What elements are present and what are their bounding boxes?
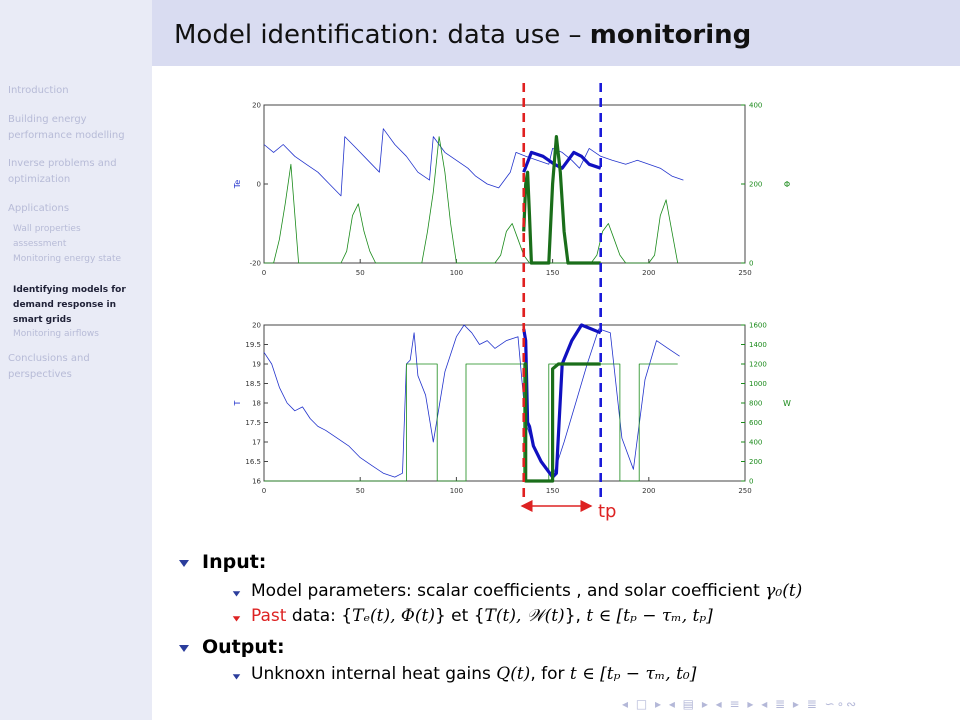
x-tick-label: 250 xyxy=(738,269,751,277)
y-left-tick-label: 16.5 xyxy=(245,458,261,466)
series-power-line xyxy=(264,136,679,264)
y-left-axis-label: T xyxy=(233,400,242,406)
y-right-tick-label: 800 xyxy=(749,400,762,408)
highlight-power-line xyxy=(523,362,601,483)
bullet-model-parameters: Model parameters: scalar coefficients , … xyxy=(251,581,803,601)
y-right-tick-label: 0 xyxy=(749,478,753,486)
y-left-tick-label: 20 xyxy=(252,102,261,110)
slide-title: Model identification: data use – monitor… xyxy=(174,20,751,50)
y-left-tick-label: 19.5 xyxy=(245,341,261,349)
nav-identifying-models[interactable]: Identifying models for demand response i… xyxy=(13,285,126,325)
x-tick-label: 0 xyxy=(262,269,266,277)
sub-bullet-arrow-icon xyxy=(232,674,241,680)
slide-header: Model identification: data use – monitor… xyxy=(152,0,960,66)
x-tick-label: 150 xyxy=(546,269,559,277)
highlight-temperature-line xyxy=(522,323,602,479)
x-tick-label: 200 xyxy=(642,269,655,277)
x-tick-label: 200 xyxy=(642,487,655,495)
y-right-axis-label: W xyxy=(783,399,791,408)
nav-introduction[interactable]: Introduction xyxy=(8,85,69,96)
y-right-tick-label: 1600 xyxy=(749,322,767,330)
bullet-unknown-gains: Unknoxn internal heat gains Q(t), for t … xyxy=(251,664,697,684)
x-tick-label: 150 xyxy=(546,487,559,495)
x-tick-label: 0 xyxy=(262,487,266,495)
bullet-arrow-icon xyxy=(179,645,189,652)
x-tick-label: 50 xyxy=(356,487,365,495)
nav-monitoring-energy[interactable]: Monitoring energy state xyxy=(13,254,122,264)
y-right-axis-label: Φ xyxy=(784,180,790,189)
y-right-tick-label: 1000 xyxy=(749,380,767,388)
highlight-temperature-line xyxy=(522,150,602,173)
y-right-tick-label: 0 xyxy=(749,260,753,268)
y-right-tick-label: 200 xyxy=(749,458,762,466)
y-left-tick-label: 16 xyxy=(252,478,261,486)
output-heading: Output: xyxy=(202,636,285,658)
title-plain: Model identification: data use – xyxy=(174,20,590,50)
nav-wall-properties[interactable]: Wall properties assessment xyxy=(13,224,81,249)
nav-building-energy[interactable]: Building energy performance modelling xyxy=(8,114,125,141)
sub-bullet-arrow-icon xyxy=(232,591,241,597)
plot-frame xyxy=(263,324,746,482)
y-left-axis-label: Te xyxy=(233,180,242,190)
y-left-tick-label: 18.5 xyxy=(245,380,261,388)
tp-label: tp xyxy=(598,501,616,522)
x-tick-label: 100 xyxy=(450,487,463,495)
y-left-tick-label: 19 xyxy=(252,361,261,369)
sidebar: Introduction Building energy performance… xyxy=(0,0,152,720)
x-tick-label: 250 xyxy=(738,487,751,495)
series-temperature-line xyxy=(263,128,684,197)
series-temperature-line xyxy=(263,324,680,478)
nav-monitoring-airflows[interactable]: Monitoring airflows xyxy=(13,329,99,339)
bullet-past-data: Past data: {Tₑ(t), Φ(t)} et {T(t), 𝒲(t)}… xyxy=(251,606,713,626)
sub-bullet-arrow-icon xyxy=(232,616,241,622)
title-bold: monitoring xyxy=(589,20,752,50)
y-left-tick-label: 18 xyxy=(252,400,261,408)
y-left-tick-label: 17 xyxy=(252,439,261,447)
x-tick-label: 50 xyxy=(356,269,365,277)
nav-inverse-problems[interactable]: Inverse problems and optimization xyxy=(8,158,117,185)
y-right-tick-label: 400 xyxy=(749,102,762,110)
y-left-tick-label: -20 xyxy=(250,260,261,268)
bullet-arrow-icon xyxy=(179,560,189,567)
nav-applications[interactable]: Applications xyxy=(8,203,70,214)
plot-frame xyxy=(263,104,746,264)
y-right-tick-label: 1400 xyxy=(749,341,767,349)
highlight-power-line xyxy=(522,135,601,265)
x-tick-label: 100 xyxy=(450,269,463,277)
y-left-tick-label: 20 xyxy=(252,322,261,330)
y-right-tick-label: 1200 xyxy=(749,361,767,369)
y-left-tick-label: 0 xyxy=(257,181,261,189)
input-heading: Input: xyxy=(202,551,267,573)
series-power-line xyxy=(264,363,678,482)
y-right-tick-label: 400 xyxy=(749,439,762,447)
y-right-tick-label: 200 xyxy=(749,181,762,189)
beamer-navigation-icons[interactable]: ◂ □ ▸ ◂ ▤ ▸ ◂ ≡ ▸ ◂ ≣ ▸ ≣ ∽∘∾ xyxy=(622,697,859,711)
y-left-tick-label: 17.5 xyxy=(245,419,261,427)
nav-conclusions[interactable]: Conclusions and perspectives xyxy=(8,353,90,380)
y-right-tick-label: 600 xyxy=(749,419,762,427)
